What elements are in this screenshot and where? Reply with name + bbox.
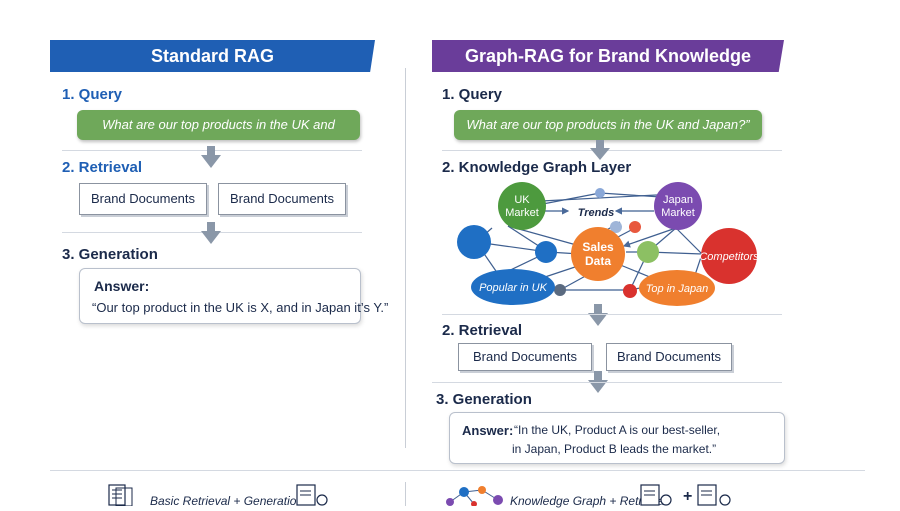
small-node <box>637 241 659 263</box>
footer-graph-icon <box>444 484 506 511</box>
footer-right-doc-search-icon <box>697 484 737 511</box>
left-query-bubble: What are our top products in the UK and … <box>77 110 360 162</box>
japan-market-node: Japan Market <box>654 182 702 230</box>
right-divider-1 <box>442 150 782 151</box>
left-doc-box-2: Brand Documents <box>218 183 346 215</box>
right-answer-line-2: in Japan, Product B leads the market.” <box>512 442 717 456</box>
svg-text:Sales: Sales <box>582 240 614 254</box>
footer-divider <box>405 482 406 506</box>
footer-left-doc-icon <box>108 484 134 511</box>
left-answer-box: Answer: “Our top product in the UK is X,… <box>79 268 388 324</box>
right-doc-box-1: Brand Documents <box>458 343 592 371</box>
footer-right-label: Knowledge Graph + Retrieval <box>510 494 668 508</box>
right-arrow-2 <box>588 304 608 333</box>
footer-left-label: Basic Retrieval + Generation <box>150 494 304 508</box>
right-divider-3 <box>432 382 782 383</box>
right-answer-label: Answer: <box>462 423 514 438</box>
left-step-generation: 3. Generation <box>62 246 158 263</box>
svg-text:Data: Data <box>585 254 611 268</box>
right-arrow-1 <box>590 140 610 167</box>
left-answer-label: Answer: <box>94 278 150 294</box>
right-step-generation: 3. Generation <box>436 391 532 408</box>
footer-right-doc-icon <box>640 484 676 511</box>
standard-rag-header: Standard RAG <box>50 40 375 72</box>
small-node <box>629 221 641 233</box>
top-in-japan-node: Top in Japan <box>639 270 715 306</box>
trends-label: Trends <box>578 207 614 219</box>
right-query-bubble: What are our top products in the UK and … <box>454 110 762 140</box>
right-answer-box: Answer: “In the UK, Product A is our bes… <box>449 412 785 464</box>
knowledge-graph: UK Market Trends Japan Market Sales Data… <box>457 182 759 306</box>
small-node <box>535 241 557 263</box>
uk-market-node: UK Market <box>498 182 546 230</box>
svg-text:Competitors: Competitors <box>699 251 759 263</box>
right-answer-line-1: “In the UK, Product A is our best-seller… <box>514 423 721 437</box>
left-arrow-1 <box>201 146 221 175</box>
svg-text:Market: Market <box>661 207 695 219</box>
right-divider-2 <box>442 314 782 315</box>
svg-text:UK: UK <box>514 194 530 206</box>
left-doc-box-1: Brand Documents <box>79 183 207 215</box>
svg-text:Top in Japan: Top in Japan <box>646 283 709 295</box>
competitors-node: Competitors <box>699 228 759 284</box>
left-step-query: 1. Query <box>62 86 123 103</box>
top-divider <box>50 470 865 471</box>
graph-rag-header: Graph-RAG for Brand Knowledge <box>432 40 784 72</box>
right-arrow-3 <box>588 371 608 400</box>
right-step-retrieval: 2. Retrieval <box>442 322 523 339</box>
small-node <box>610 221 622 233</box>
left-answer-text: “Our top product in the UK is X, and in … <box>92 300 389 315</box>
svg-text:Market: Market <box>505 207 539 219</box>
blue-node <box>457 225 491 259</box>
small-node <box>554 284 566 296</box>
center-divider <box>405 68 406 448</box>
right-step-knowledge-graph: 2. Knowledge Graph Layer <box>442 159 632 176</box>
svg-text:Japan: Japan <box>663 194 693 206</box>
left-step-retrieval: 2. Retrieval <box>62 159 143 176</box>
footer-left-doc-search-icon <box>296 484 332 511</box>
left-arrow-2 <box>201 222 221 251</box>
plus-sign: + <box>683 488 693 505</box>
sales-data-node: Sales Data <box>571 227 625 281</box>
popular-in-uk-node: Popular in UK <box>471 269 555 305</box>
small-node <box>595 188 605 198</box>
small-node <box>623 284 637 298</box>
right-doc-box-2: Brand Documents <box>606 343 732 371</box>
svg-text:Popular in UK: Popular in UK <box>479 282 548 294</box>
right-step-query: 1. Query <box>442 86 503 103</box>
